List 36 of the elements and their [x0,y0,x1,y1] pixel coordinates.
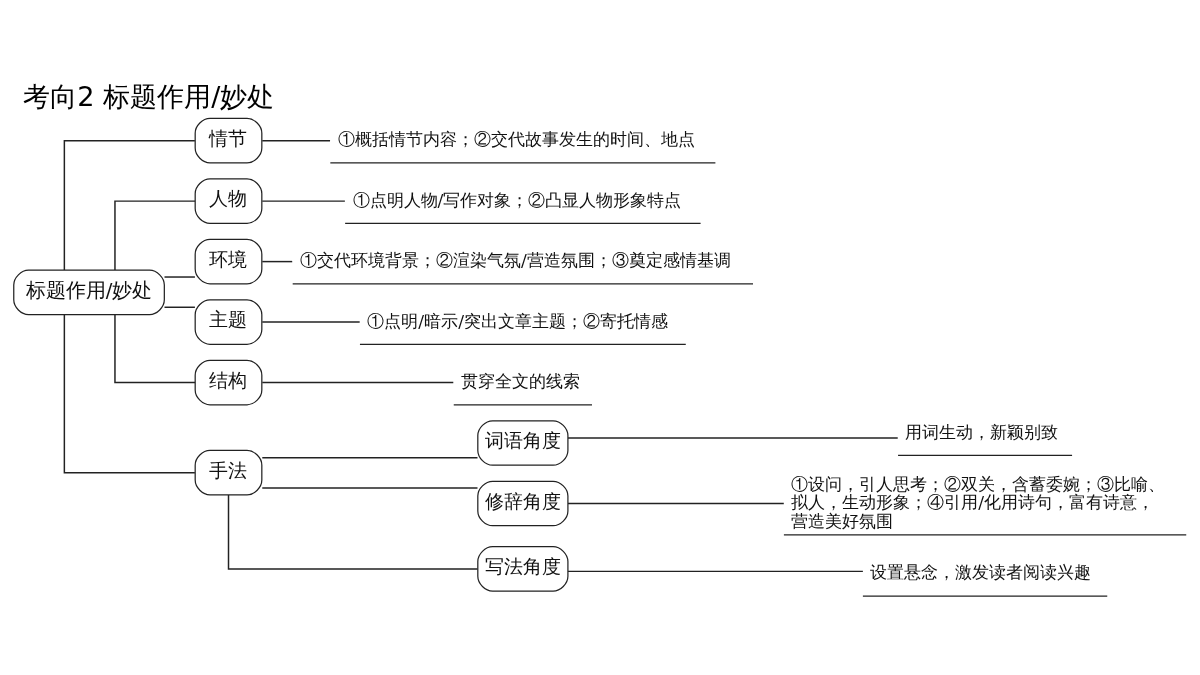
connector [163,276,196,278]
connector [261,487,479,489]
connector [567,570,864,573]
node-text: ①设问，引人思考；②双关，含蓄委婉；③比喻、拟人，生动形象；④引用/化用诗句，富有诗意，营造美好氛围 [791,473,1166,531]
node-box: 词语角度 [477,420,569,466]
node-box: 手法 [194,449,263,496]
connector [261,321,361,323]
node-box: 写法角度 [477,546,569,592]
connector [261,139,331,142]
node-text: 设置悬念，激发读者阅读兴趣 [870,562,1092,583]
connector [63,314,196,474]
node-box: 结构 [194,359,263,406]
connector [114,314,196,384]
connector [567,502,785,505]
node-box: 环境 [194,238,263,285]
node-text: 贯穿全文的线索 [461,371,581,392]
node-text: ①点明人物/写作对象；②凸显人物形象特点 [352,189,682,210]
connector [227,494,479,570]
diagram-title: 考向2 标题作用/妙处 [23,80,275,112]
node-text: ①概括情节内容；②交代故事发生的时间、地点 [337,129,695,150]
connector [261,260,293,263]
connector [261,457,479,459]
node-box: 情节 [194,117,263,164]
node-box: 人物 [194,178,263,224]
connector [567,437,899,439]
node-box: 标题作用/妙处 [13,269,165,316]
connector [163,306,196,308]
node-text: ①交代环境背景；②渲染气氛/营造氛围；③奠定感情基调 [300,250,731,271]
node-text: ①点明/暗示/突出文章主题；②寄托情感 [367,310,668,331]
connector [261,200,346,202]
node-box: 主题 [194,299,263,345]
connector [114,200,196,271]
connector [63,139,196,271]
node-text: 用词生动，新颖别致 [905,421,1059,442]
node-box: 修辞角度 [477,480,569,527]
connector [261,381,455,384]
